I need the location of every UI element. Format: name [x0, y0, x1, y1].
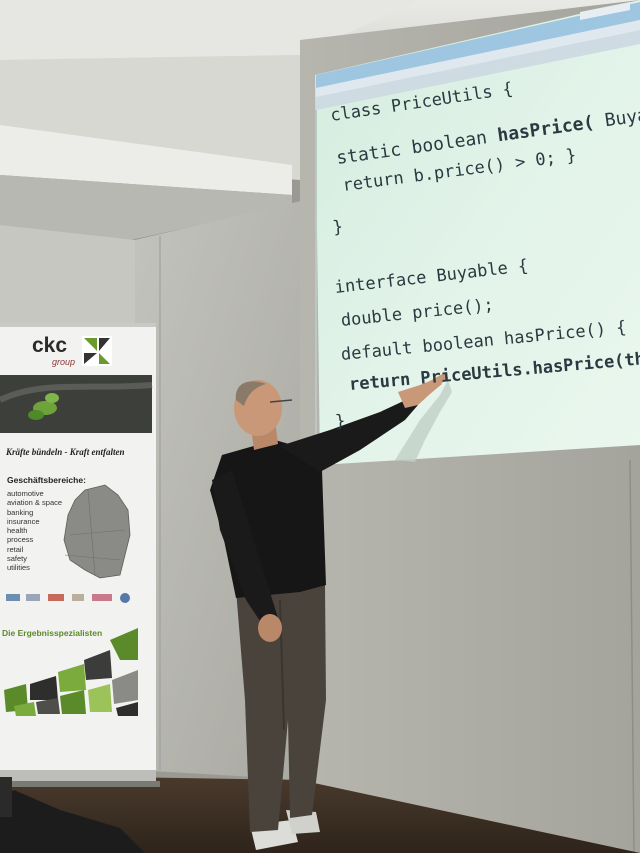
sector-item: banking — [7, 507, 34, 517]
sector-item: automotive — [7, 489, 44, 498]
banner-tagline: Kräfte bündeln - Kraft entfalten — [6, 447, 125, 457]
sector-item: health — [7, 526, 28, 536]
presenter — [210, 372, 448, 850]
floor-box — [0, 777, 12, 817]
sector-item: retail — [7, 544, 24, 554]
banner-stand-foot — [0, 781, 160, 787]
foreground-bag — [0, 790, 145, 853]
window-close-button — [580, 2, 630, 20]
back-wall-left — [0, 225, 135, 330]
sector-item: process — [7, 535, 34, 545]
banner-pattern — [4, 628, 138, 716]
banner-sector-list: automotive aviation & space banking insu… — [7, 489, 62, 573]
window-menubar — [316, 20, 640, 97]
sector-item: utilities — [7, 563, 30, 573]
partner-logos — [6, 593, 130, 603]
banner-sectors-title: Geschäftsbereiche: — [7, 475, 86, 485]
window-titlebar — [316, 2, 640, 88]
presenter-shadow — [395, 380, 452, 462]
banner-logo-sub: group — [52, 357, 76, 367]
projection-screen — [315, 0, 640, 465]
sector-item: safety — [7, 554, 28, 564]
sector-item: aviation & space — [7, 498, 63, 508]
wall-seam-right — [629, 459, 635, 853]
sector-item: insurance — [7, 516, 40, 526]
ckc-logo-mark — [82, 336, 112, 366]
banner-logo: ckc — [32, 334, 68, 357]
floor — [0, 775, 640, 853]
ledge-shadow — [0, 175, 292, 240]
wall-ledge — [0, 125, 292, 195]
germany-map — [63, 484, 131, 579]
banner-slogan: Die Ergebnisspezialisten — [2, 628, 103, 638]
window-toolbar — [316, 30, 640, 110]
